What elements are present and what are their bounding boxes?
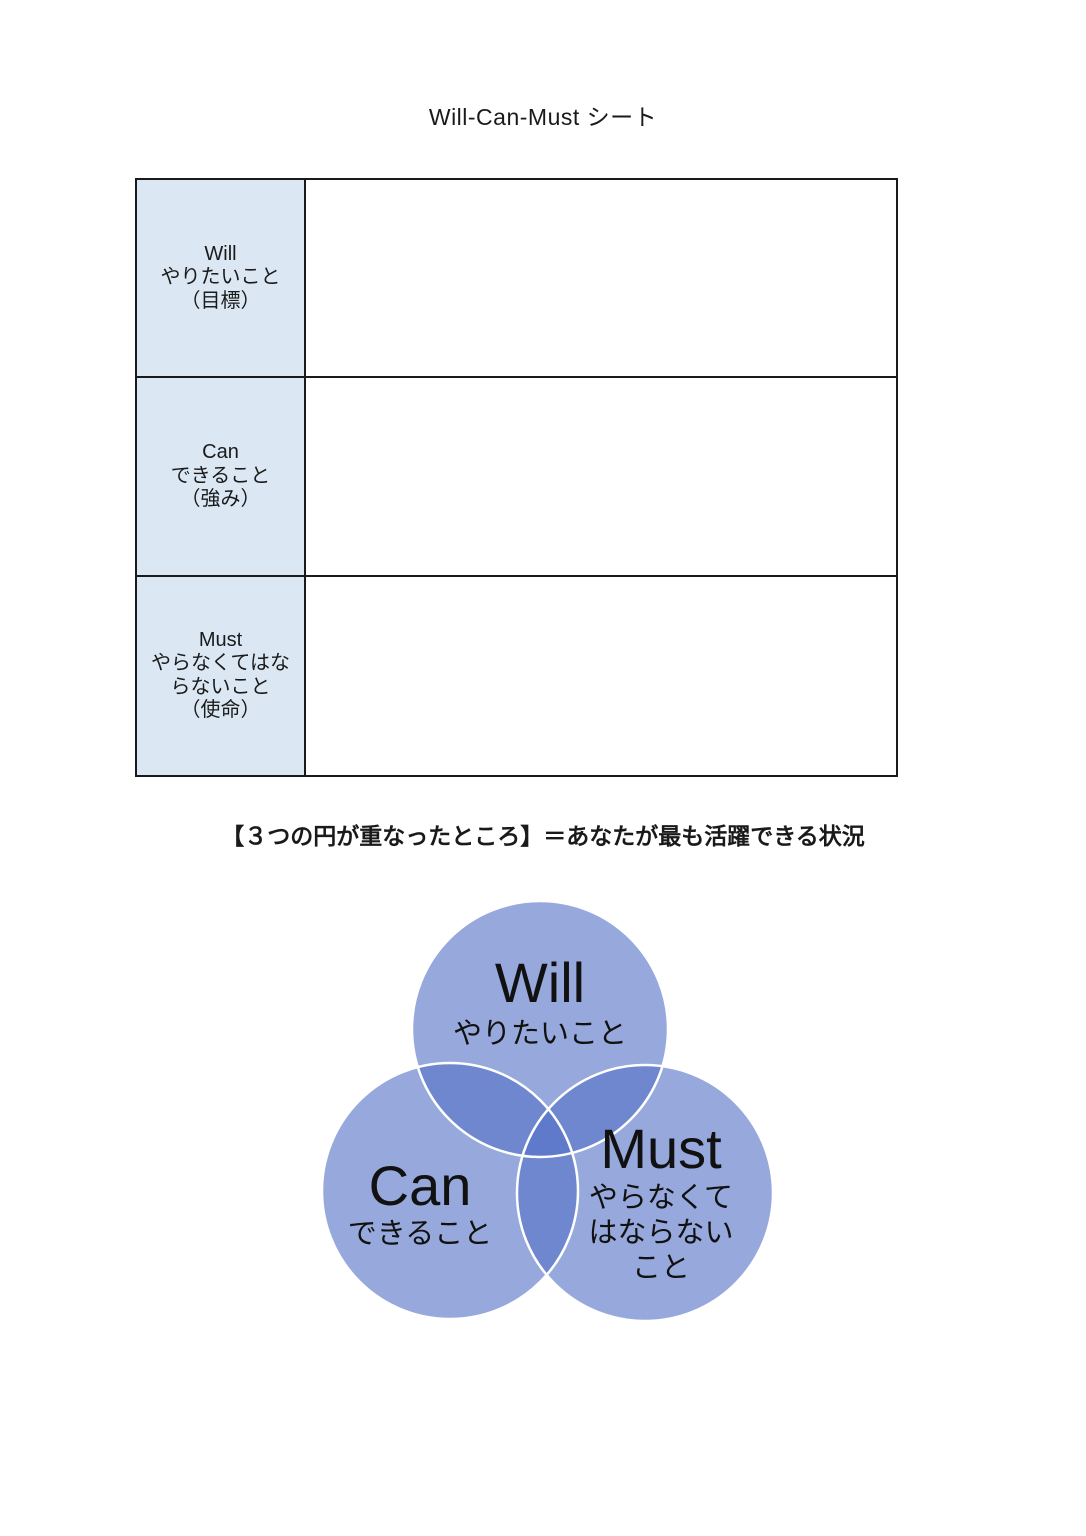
row-label-will-note: （目標） <box>180 289 261 312</box>
venn-caption: 【３つの円が重なったところ】＝あなたが最も活躍できる状況 <box>221 823 865 849</box>
venn-must-sublabel-3: こと <box>632 1252 690 1284</box>
can-entry-cell <box>306 378 896 577</box>
must-circle <box>517 1065 773 1321</box>
row-label-can-en: Can <box>202 441 239 464</box>
can-circle-outline <box>320 1061 580 1321</box>
row-label-will-ja: やりたいこと <box>160 266 281 289</box>
row-label-must-ja-1: やらなくてはな <box>151 652 290 675</box>
row-label-can-note: （強み） <box>180 488 261 511</box>
row-label-can-ja: できること <box>170 464 271 487</box>
row-label-can: Can できること （強み） <box>137 378 306 577</box>
will-entry-cell <box>306 180 896 379</box>
will-circle-outline <box>410 899 670 1159</box>
will-can-must-table: Will やりたいこと （目標） Can できること （強み） Must やらな… <box>135 178 898 777</box>
page-title: Will-Can-Must シート <box>428 104 658 130</box>
can-circle <box>322 1063 578 1319</box>
row-label-must-note: （使命） <box>180 699 261 722</box>
row-label-must-en: Must <box>198 628 243 651</box>
row-label-must: Must やらなくてはな らないこと （使命） <box>137 576 306 775</box>
row-label-will: Will やりたいこと （目標） <box>137 180 306 379</box>
venn-will-sublabel: やりたいこと <box>453 1018 627 1050</box>
must-entry-cell <box>306 576 896 775</box>
row-label-will-en: Will <box>204 242 237 265</box>
venn-must-sublabel-2: はならない <box>588 1217 733 1249</box>
venn-can-sublabel: できること <box>348 1218 492 1250</box>
venn-will-label: Will <box>495 951 585 1014</box>
venn-must-sublabel-1: やらなくて <box>589 1182 733 1214</box>
must-circle-outline <box>515 1063 775 1323</box>
venn-must-label: Must <box>600 1117 722 1180</box>
venn-can-label: Can <box>369 1154 472 1217</box>
row-label-must-ja-2: らないこと <box>170 675 271 698</box>
